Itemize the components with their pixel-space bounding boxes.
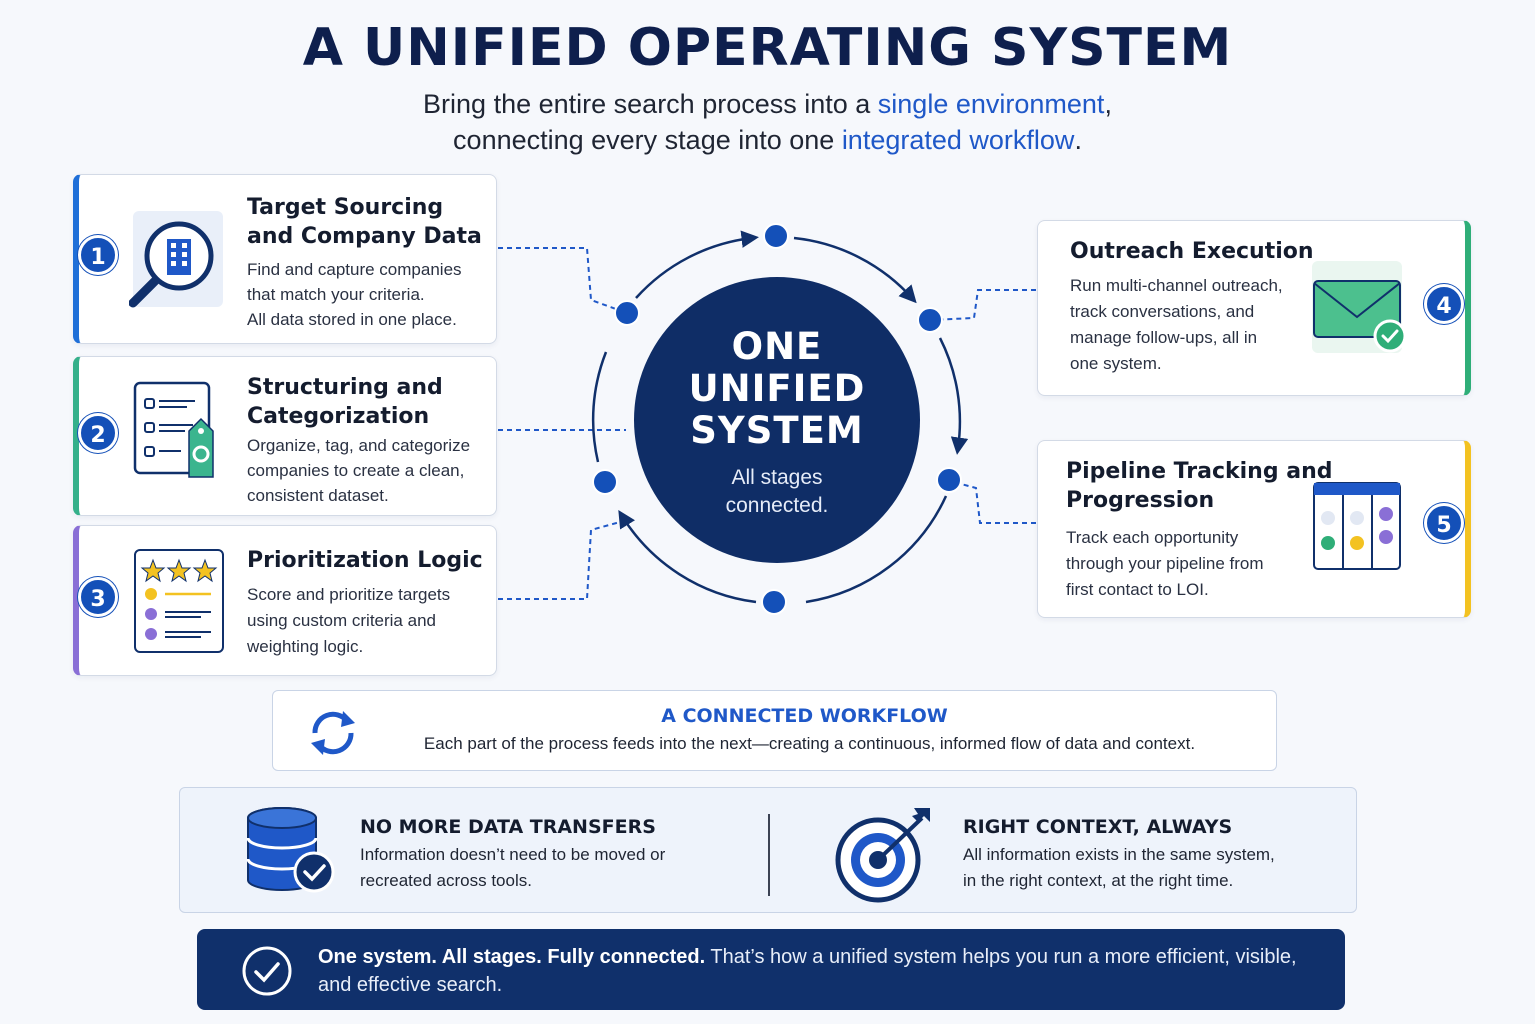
ring-arc: [635, 230, 759, 299]
ring-dot: [614, 300, 640, 326]
workflow-panel: A CONNECTED WORKFLOW Each part of the pr…: [272, 690, 1277, 771]
subtitle-text: ,: [1104, 89, 1112, 119]
ring-dot: [761, 589, 787, 615]
benefit-text: All information exists in the same syste…: [963, 845, 1275, 890]
workflow-title: A CONNECTED WORKFLOW: [661, 705, 948, 727]
ring-dot: [592, 469, 618, 495]
hub-title: ONE UNIFIED SYSTEM: [688, 325, 866, 452]
ring-arc: [793, 236, 917, 304]
connector-stage-1: [498, 247, 628, 314]
connector-stage-3: [498, 521, 621, 600]
ring-arc: [938, 337, 969, 455]
summary-text: One system. All stages. Fully connected.…: [318, 946, 1297, 996]
connector-stage-5: [949, 480, 1036, 524]
stage-number-4: 4: [1424, 284, 1464, 324]
ring-dot: [936, 467, 962, 493]
stage-title: Prioritization Logic: [247, 548, 483, 573]
envelope-check-icon: [1312, 261, 1412, 362]
stage-number-5: 5: [1424, 503, 1464, 543]
page-subtitle: Bring the entire search process into a s…: [0, 86, 1535, 158]
ring-dot: [763, 223, 789, 249]
benefits-panel: NO MORE DATA TRANSFERS Information doesn…: [179, 787, 1357, 913]
subtitle-text: Bring the entire search process into a: [423, 89, 878, 119]
stage-title: Outreach Execution: [1070, 239, 1314, 264]
subtitle-highlight: integrated workflow: [841, 125, 1075, 155]
stage-number-1: 1: [78, 235, 118, 275]
stage-card-4: Outreach Execution Run multi-channel out…: [1037, 220, 1471, 396]
benefits-divider: [768, 814, 770, 896]
connector-stage-4: [929, 289, 1036, 321]
ring-arc: [805, 495, 948, 604]
subtitle-text: .: [1074, 125, 1082, 155]
stage-description: Run multi-channel outreach,track convers…: [1070, 276, 1283, 373]
ring-arc: [591, 351, 608, 463]
page-title: A UNIFIED OPERATING SYSTEM: [302, 18, 1233, 78]
list-tag-icon: [131, 381, 227, 486]
stage-card-3: Prioritization Logic Score and prioritiz…: [73, 525, 497, 676]
subtitle-text: connecting every stage into one: [453, 125, 842, 155]
check-circle-icon: [241, 945, 293, 1002]
summary-banner: One system. All stages. Fully connected.…: [197, 929, 1345, 1010]
kanban-board-icon: [1312, 481, 1404, 578]
refresh-cycle-icon: [305, 705, 361, 764]
stage-number-3: 3: [78, 577, 118, 617]
stage-number-2: 2: [78, 413, 118, 453]
benefit-title: RIGHT CONTEXT, ALWAYS: [963, 816, 1233, 838]
target-arrow-icon: [834, 804, 934, 909]
ring-arc: [618, 510, 757, 604]
ring-dot: [917, 307, 943, 333]
hub-circle: [634, 277, 920, 563]
subtitle-highlight: single environment: [877, 89, 1105, 119]
magnifier-building-icon: [128, 211, 225, 316]
star-rating-list-icon: [131, 548, 227, 659]
workflow-text: Each part of the process feeds into the …: [423, 734, 1196, 753]
hub-subtitle: All stages connected.: [725, 466, 829, 517]
benefit-title: NO MORE DATA TRANSFERS: [360, 816, 656, 838]
database-check-icon: [246, 806, 336, 901]
